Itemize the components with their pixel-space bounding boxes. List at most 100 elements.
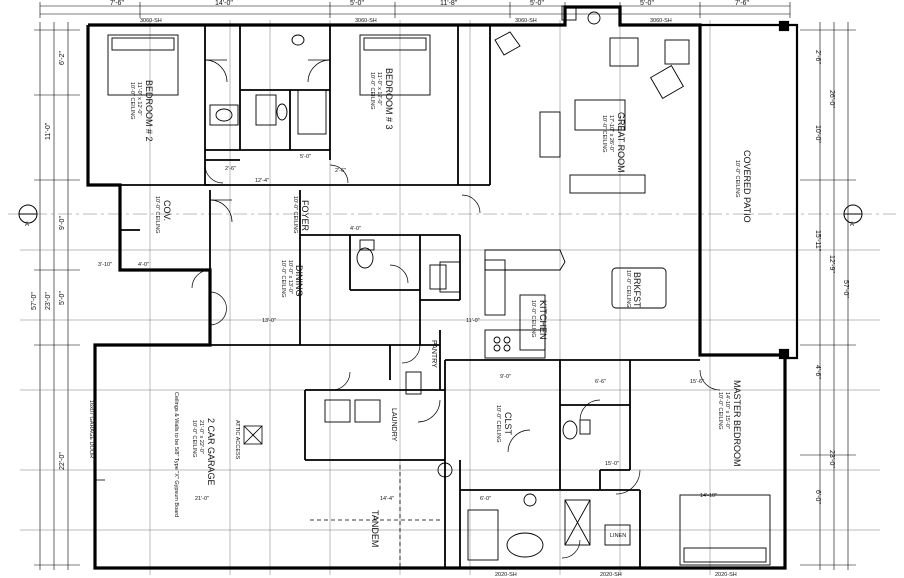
dim-interior: 11'-0" [466, 318, 480, 324]
room-name-laundry: LAUNDRY [390, 408, 397, 442]
kitchen-counters [439, 249, 566, 359]
dim-interior: 21'-0" [195, 496, 209, 502]
room-size-great-room: 17'-10" x 26'-0" [608, 115, 614, 152]
dim-right-5: 12'-9" [828, 255, 835, 273]
dim-right-2: 10'-0" [814, 125, 821, 143]
dim-right-6: 57'-0" [842, 280, 849, 298]
room-name-dining: DINING [294, 265, 304, 297]
dim-left-5: 23'-0" [45, 292, 52, 310]
window-label: 3060-SH [515, 18, 537, 24]
door-swings [191, 59, 721, 559]
exterior-walls [86, 5, 787, 570]
dim-right-8: 6'-0" [814, 490, 821, 504]
room-size-bedroom3: 11'-0" x 12'-0" [376, 72, 382, 105]
garage-features [95, 425, 440, 568]
dim-left-6: 57'-0" [31, 292, 38, 310]
dim-interior: 12'-4" [255, 178, 269, 184]
window-label: 2020-SH [600, 572, 622, 578]
dim-right-1: 2'-6" [814, 50, 821, 64]
dim-top-1: 7'-6" [110, 0, 124, 7]
room-ceiling-master: 10'-0" CEILING [717, 392, 723, 430]
dimension-lines-top [39, 2, 791, 18]
dim-top-4: 11'-8" [440, 0, 458, 7]
covered-patio-outline [700, 20, 799, 360]
dim-top-6: 5'-0" [640, 0, 654, 7]
window-label: 3060-SH [650, 18, 672, 24]
dimension-lines-right [800, 22, 856, 570]
dim-top-5: 5'-0" [530, 0, 544, 7]
dim-interior: 2'-6" [335, 168, 346, 174]
dim-interior: 13'-0" [262, 318, 276, 324]
dim-interior: 3'-10" [98, 262, 112, 268]
plumbing-fixtures [209, 34, 631, 561]
room-ceiling-bedroom2: 10'-0" CEILING [129, 82, 135, 120]
dim-interior: 14'-4" [380, 496, 394, 502]
room-name-pantry: PANTRY [430, 340, 437, 368]
dim-interior: 4'-0" [350, 226, 361, 232]
room-name-garage: 2 CAR GARAGE [206, 418, 216, 486]
dim-right-3: 26'-0" [828, 90, 835, 108]
dimension-lines-left [34, 22, 80, 570]
room-ceiling-bedroom3: 10'-0" CEILING [369, 72, 375, 110]
room-ceiling-cov: 10'-0" CEILING [154, 196, 160, 234]
dim-interior: 14'-10" [700, 493, 717, 499]
dim-interior: 2'-6" [225, 166, 236, 172]
room-ceiling-closet: 10'-0" CEILING [495, 405, 501, 443]
dim-left-2: 11'-0" [45, 122, 52, 140]
room-name-covered-patio: COVERED PATIO [742, 150, 752, 223]
dim-left-1: 6'-2" [59, 51, 66, 65]
room-size-dining: 10'-0" x 13'-0" [287, 260, 293, 294]
room-name-great-room: GREAT ROOM [616, 112, 626, 173]
dim-interior: 15'-6" [690, 379, 704, 385]
dim-interior: 9'-0" [500, 374, 511, 380]
room-name-kitchen: KITCHEN [538, 300, 548, 340]
section-markers [18, 204, 863, 224]
dim-right-7: 4'-6" [814, 365, 821, 379]
dim-interior: 4'-0" [138, 262, 149, 268]
room-ceiling-great-room: 10'-0" CEILING [601, 115, 607, 153]
label-garage-door: 16x07 GARAGE DOOR [88, 400, 94, 458]
section-marker-right-label: A [850, 222, 854, 228]
dim-top-2: 14'-0" [215, 0, 233, 7]
furniture [107, 5, 771, 566]
window-label: 3060-SH [355, 18, 377, 24]
room-ceiling-garage: 10'-0" CEILING [191, 420, 197, 458]
dim-interior: 6'-6" [595, 379, 606, 385]
reference-grid-lines [8, 20, 896, 575]
interior-walls [88, 25, 700, 568]
window-label: 3060-SH [140, 18, 162, 24]
room-name-tandem: TANDEM [370, 510, 380, 547]
dim-top-7: 7'-6" [735, 0, 749, 7]
room-name-bedroom2: BEDROOM # 2 [144, 80, 154, 142]
dim-top-3: 5'-0" [350, 0, 364, 7]
room-ceiling-covered-patio: 10'-0" CEILING [734, 160, 740, 198]
dim-left-4: 5'-0" [59, 291, 66, 305]
room-ceiling-kitchen: 10'-0" CEILING [530, 300, 536, 338]
section-marker-left-label: A [25, 222, 29, 228]
dim-interior: 6'-0" [480, 496, 491, 502]
label-garage-note: Ceilings & Walls to be 5/8" Type "X" Gyp… [173, 392, 179, 517]
label-linen: LINEN [610, 533, 626, 539]
room-ceiling-breakfast: 10'-0" CEILING [625, 270, 631, 308]
dim-right-4: 15'-11" [814, 230, 821, 252]
room-ceiling-dining: 10'-0" CEILING [280, 260, 286, 298]
dim-left-3: 9'-0" [59, 216, 66, 230]
room-name-cov: COV. [162, 200, 172, 221]
label-attic-access: ATTIC ACCESS [234, 420, 240, 460]
room-size-garage: 21'-0" x 22'-0" [198, 420, 204, 454]
room-size-bedroom2: 11'-0" x 12'-0" [136, 82, 142, 115]
room-name-closet: CLST [503, 412, 513, 436]
window-label: 2020-SH [715, 572, 737, 578]
window-label: 2020-SH [495, 572, 517, 578]
dim-interior: 5'-0" [300, 154, 311, 160]
dim-left-7: 22'-0" [59, 452, 66, 470]
dim-right-9: 23'-0" [828, 450, 835, 468]
room-name-foyer: FOYER [300, 200, 310, 232]
room-name-bedroom3: BEDROOM # 3 [384, 68, 394, 130]
room-name-breakfast: BRKFST [632, 272, 642, 308]
room-size-master: 14'-10" x 15'-0" [724, 392, 730, 429]
room-name-master: MASTER BEDROOM [732, 380, 742, 467]
dim-interior: 15'-0" [605, 461, 619, 467]
room-ceiling-foyer: 10'-0" CEILING [292, 196, 298, 234]
